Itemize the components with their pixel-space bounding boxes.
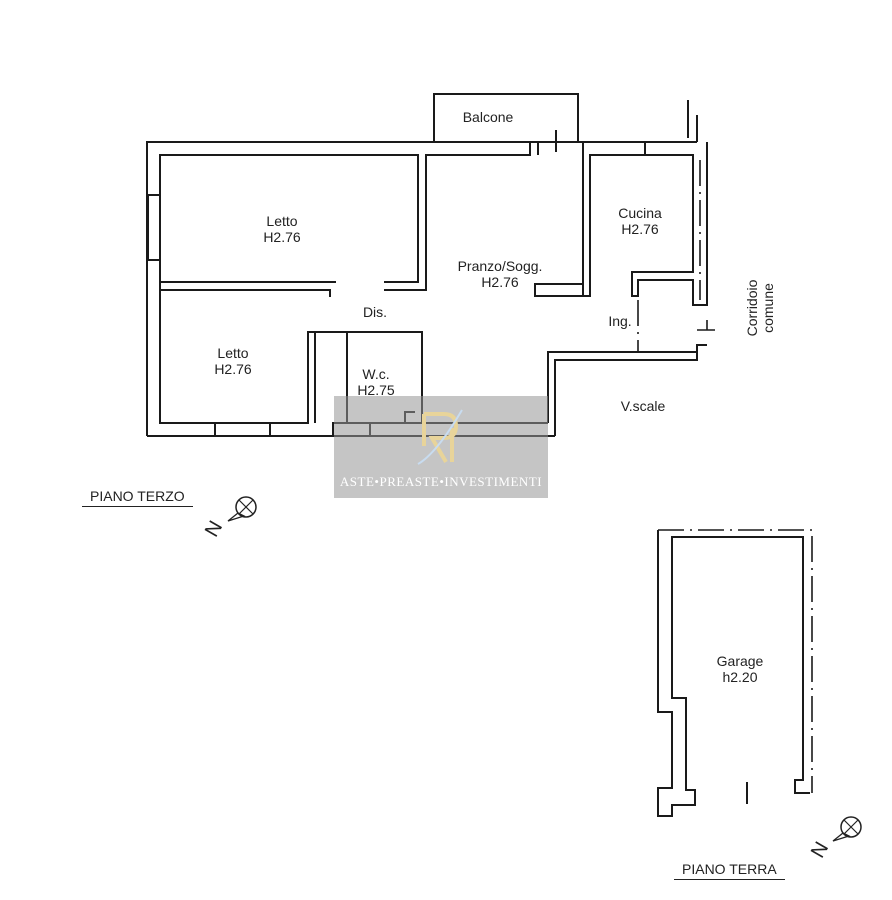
watermark-text: ASTE•PREASTE•INVESTIMENTI (339, 474, 543, 489)
kitchen-wall (582, 142, 708, 306)
room-label-ing: Ing. (608, 313, 632, 329)
room-name: Corridoio (744, 279, 760, 337)
floor-title-piano-terzo: PIANO TERZO (82, 488, 193, 507)
north-arrow-icon (227, 496, 257, 522)
room-name: Cucina (618, 205, 662, 221)
room-label-balcone: Balcone (462, 109, 514, 125)
corridor-wall-top (687, 100, 698, 142)
room-name: Letto (217, 345, 249, 361)
garage-walls (657, 529, 813, 817)
room-label-dis: Dis. (362, 304, 388, 320)
window-bottom (214, 422, 271, 437)
room-name: W.c. (362, 366, 390, 382)
room-height: H2.76 (621, 221, 659, 237)
room-height: H2.76 (214, 361, 252, 377)
room-label-pranzo: Pranzo/Sogg.H2.76 (440, 258, 560, 290)
room-height: H2.75 (357, 382, 395, 398)
room-name: Letto (266, 213, 298, 229)
watermark: ASTE•PREASTE•INVESTIMENTI (334, 396, 548, 498)
corridor-door (697, 320, 715, 331)
piano-terzo-walls (146, 93, 715, 437)
room-name: Pranzo/Sogg. (457, 258, 543, 274)
room-height: comune (760, 283, 776, 333)
floor-title-piano-terra: PIANO TERRA (674, 861, 785, 880)
living-wall (384, 142, 539, 291)
window-left (147, 194, 161, 261)
room-height: H2.76 (481, 274, 519, 290)
room-height: h2.20 (722, 669, 758, 685)
room-name: Garage (716, 653, 764, 669)
watermark-logo-icon (417, 409, 463, 465)
room-height: H2.76 (263, 229, 301, 245)
room-label-wc: W.c.H2.75 (338, 366, 414, 398)
counter (534, 283, 584, 297)
north-arrow-icon (832, 816, 862, 842)
room-label-vscale: V.scale (620, 398, 666, 414)
stair-wall (547, 344, 707, 436)
outer-wall (146, 141, 697, 436)
